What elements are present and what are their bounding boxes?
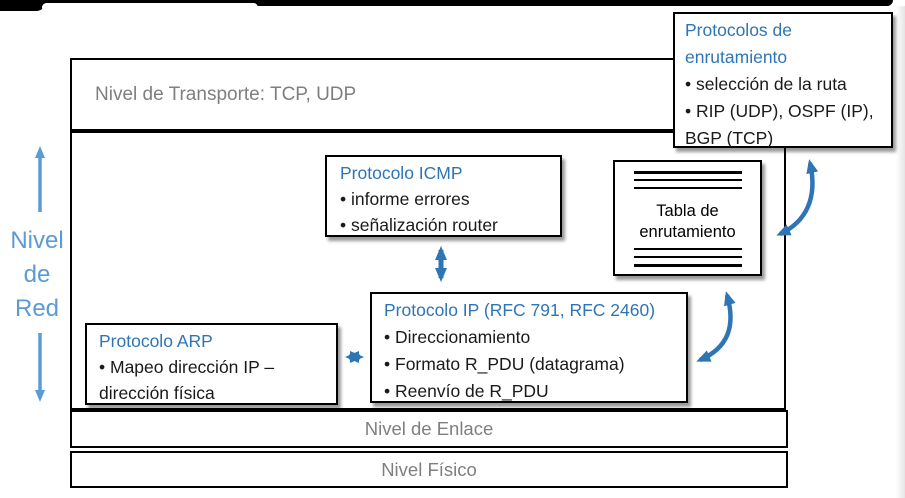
physical-layer-label: Nivel Físico: [381, 458, 477, 480]
ip-bullet: Formato R_PDU (datagrama): [384, 351, 680, 378]
top-bar-corner: [0, 0, 46, 11]
routing-table-box: Tabla de enrutamiento: [613, 160, 762, 276]
arp-title: Protocolo ARP: [99, 331, 213, 351]
icmp-title: Protocolo ICMP: [340, 163, 463, 183]
routing-table-lines-top-icon: [633, 171, 742, 195]
slide-edge-shadow: [896, 6, 905, 498]
top-bar-tab: [42, 3, 258, 12]
transport-layer-label: Nivel de Transporte: TCP, UDP: [95, 83, 357, 105]
link-layer-label: Nivel de Enlace: [364, 418, 494, 439]
routing-protocols-bullet: RIP (UDP), OSPF (IP), BGP (TCP): [685, 98, 885, 152]
routing-protocols-title: Protocolos de enrutamiento: [685, 20, 793, 67]
physical-layer-box: Nivel Físico: [70, 451, 788, 488]
routing-table-lines-bottom-icon: [633, 248, 742, 272]
network-layer-box: [70, 131, 786, 410]
routing-protocols-bullet: selección de la ruta: [685, 71, 885, 98]
transport-layer-box: Nivel de Transporte: TCP, UDP: [70, 58, 786, 131]
link-layer-box: Nivel de Enlace: [70, 410, 788, 448]
routing-protocols-box: Protocolos de enrutamiento selección de …: [673, 12, 893, 148]
icmp-bullet: informe errores: [340, 186, 554, 212]
top-bar: [0, 0, 893, 6]
ip-bullet: Direccionamiento: [384, 324, 680, 351]
arp-protocol-box: Protocolo ARP Mapeo dirección IP – direc…: [85, 323, 338, 405]
ip-bullet: Reenvío de R_PDU: [384, 378, 680, 405]
icmp-protocol-box: Protocolo ICMP informe errores señalizac…: [325, 155, 562, 237]
arp-bullet: Mapeo dirección IP – dirección física: [99, 354, 330, 406]
ip-protocol-box: Protocolo IP (RFC 791, RFC 2460) Direcci…: [370, 292, 688, 403]
ip-title: Protocolo IP (RFC 791, RFC 2460): [384, 300, 656, 320]
network-layer-side-label: Nivel de Red: [10, 227, 64, 322]
icmp-bullet: señalización router: [340, 212, 554, 238]
routing-table-label: Tabla de enrutamiento: [639, 202, 736, 241]
